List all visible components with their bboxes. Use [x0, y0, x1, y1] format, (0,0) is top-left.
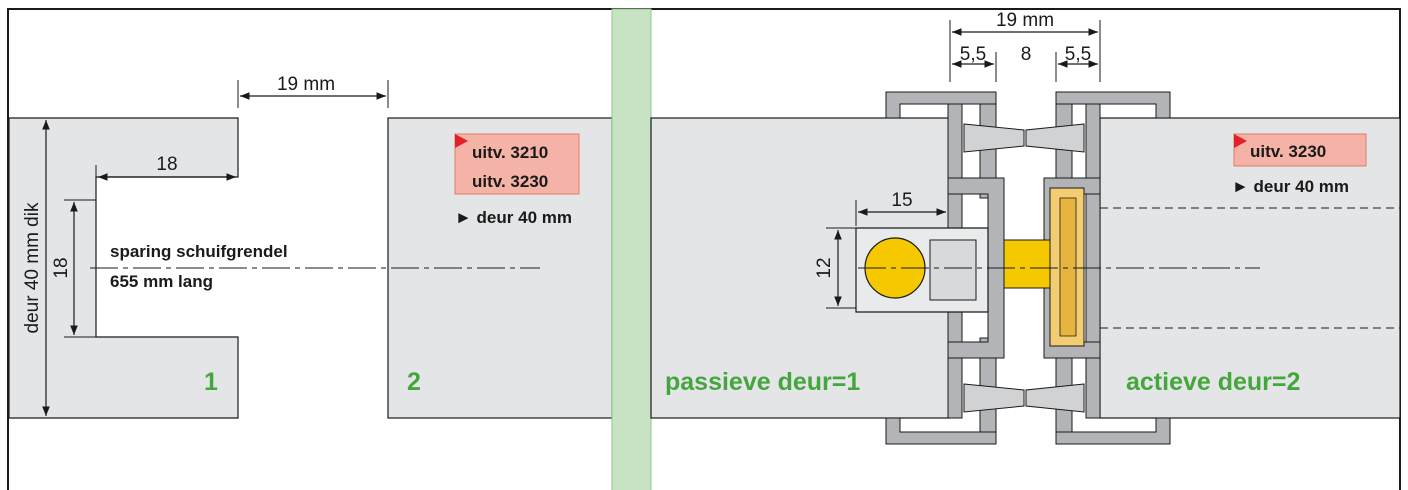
- recess-label-line1: sparing schuifgrendel: [110, 242, 288, 261]
- gasket-brushes: [963, 123, 1085, 413]
- version-tag-right: [1233, 133, 1367, 167]
- gap-dimension-right: 19 mm: [996, 10, 1054, 31]
- tag-flag-right: [1234, 134, 1247, 148]
- left-panel: 19 mm 18 18 deur 40 mm dik sparing schui…: [8, 74, 613, 419]
- passive-door-label: passieve deur=1: [665, 368, 860, 396]
- segment-right-dimension: 5,5: [1065, 44, 1091, 65]
- tag-flag-left: [455, 134, 468, 148]
- right-panel: 15 12 19 mm 5,5 8 5,5 passieve deur=1 ac…: [650, 10, 1401, 445]
- segment-left-dimension: 5,5: [960, 44, 986, 65]
- version-tag-left: [454, 133, 580, 195]
- bolt-bar: [1003, 239, 1051, 289]
- version-3210: uitv. 3210: [472, 143, 548, 162]
- version-3230-left: uitv. 3230: [472, 172, 548, 191]
- bolt-depth-dimension: 15: [891, 190, 912, 211]
- glass-strip: [611, 8, 652, 490]
- door-thickness-dimension: deur 40 mm dik: [22, 202, 43, 333]
- slot-height-dimension: 18: [51, 257, 72, 278]
- door-2-number: 2: [407, 368, 421, 396]
- door-1-number: 1: [204, 368, 218, 396]
- active-door-label: actieve deur=2: [1126, 368, 1300, 396]
- bolt-height-dimension: 12: [814, 257, 835, 278]
- gap-dimension-left: 19 mm: [277, 74, 335, 95]
- version-3230-right: uitv. 3230: [1250, 142, 1326, 161]
- slot-depth-dimension: 18: [156, 154, 177, 175]
- door-40mm-left: ► deur 40 mm: [455, 208, 572, 227]
- door-40mm-right: ► deur 40 mm: [1232, 177, 1349, 196]
- recess-label-line2: 655 mm lang: [110, 272, 213, 291]
- segment-middle-dimension: 8: [1021, 44, 1032, 65]
